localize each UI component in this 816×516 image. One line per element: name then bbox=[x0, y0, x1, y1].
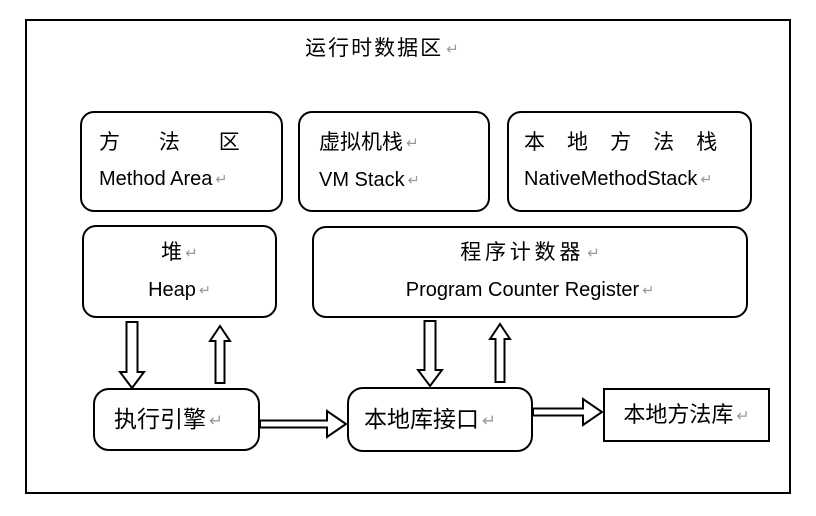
return-mark-icon: ↵ bbox=[215, 172, 228, 188]
box-heap: 堆↵ Heap↵ bbox=[82, 225, 277, 318]
return-mark-icon: ↵ bbox=[587, 245, 604, 262]
return-mark-icon: ↵ bbox=[736, 407, 750, 425]
return-mark-icon: ↵ bbox=[209, 410, 223, 430]
heap-label-zh: 堆↵ bbox=[161, 240, 198, 264]
return-mark-icon: ↵ bbox=[446, 41, 461, 58]
return-mark-icon: ↵ bbox=[407, 172, 420, 189]
box-native-method-stack: 本地方法栈 NativeMethodStack↵ bbox=[507, 111, 752, 212]
native-library-label: 本地方法库↵ bbox=[623, 401, 750, 427]
method-area-label-zh: 方法区 bbox=[99, 131, 279, 154]
vm-stack-label-en: VM Stack↵ bbox=[319, 168, 420, 191]
return-mark-icon: ↵ bbox=[642, 283, 655, 299]
return-mark-icon: ↵ bbox=[198, 282, 211, 299]
box-vm-stack: 虚拟机栈↵ VM Stack↵ bbox=[298, 111, 490, 212]
native-interface-label: 本地库接口↵ bbox=[364, 405, 496, 432]
box-execution-engine: 执行引擎↵ bbox=[93, 388, 260, 451]
box-method-area: 方法区 Method Area↵ bbox=[80, 111, 283, 212]
native-method-stack-label-en: NativeMethodStack↵ bbox=[524, 168, 713, 190]
program-counter-label-en: Program Counter Register↵ bbox=[405, 279, 655, 301]
heap-label-en: Heap↵ bbox=[148, 278, 211, 301]
diagram-title: 运行时数据区↵ bbox=[25, 32, 791, 62]
box-native-library: 本地方法库↵ bbox=[603, 388, 770, 442]
return-mark-icon: ↵ bbox=[482, 410, 496, 430]
box-program-counter: 程序计数器↵ Program Counter Register↵ bbox=[312, 226, 748, 318]
program-counter-label-zh: 程序计数器↵ bbox=[460, 241, 604, 264]
method-area-label-en: Method Area↵ bbox=[99, 168, 228, 190]
diagram-title-text: 运行时数据区 bbox=[305, 37, 444, 60]
return-mark-icon: ↵ bbox=[185, 244, 198, 262]
return-mark-icon: ↵ bbox=[700, 172, 713, 188]
native-method-stack-label-zh: 本地方法栈 bbox=[524, 131, 740, 154]
box-native-interface: 本地库接口↵ bbox=[347, 387, 533, 452]
vm-stack-label-zh: 虚拟机栈↵ bbox=[319, 130, 419, 154]
execution-engine-label: 执行引擎↵ bbox=[114, 405, 223, 432]
return-mark-icon: ↵ bbox=[406, 134, 419, 152]
